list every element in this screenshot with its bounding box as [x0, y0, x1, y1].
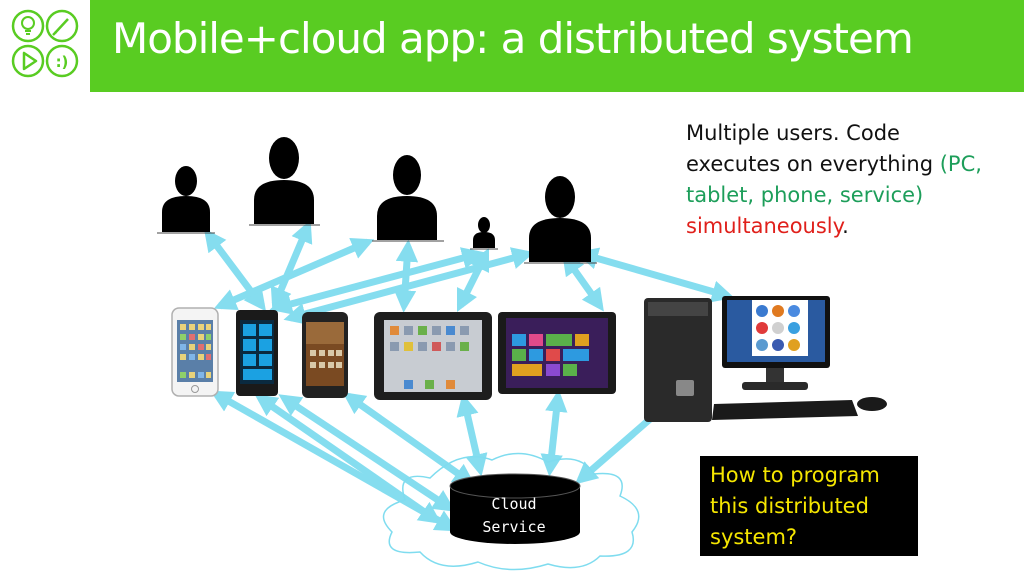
description-main: Multiple users. Code executes on everyth… [686, 121, 940, 176]
user-icon [157, 166, 215, 234]
cloud-service-label-line2: Service [482, 518, 545, 536]
user-icon [470, 217, 498, 250]
distributed-system-diagram: Cloud Service [157, 137, 887, 571]
user-icon [249, 137, 320, 226]
cloud-service-database: Cloud Service [449, 473, 581, 544]
question-box: How to program this distributed system? [700, 456, 918, 556]
play-icon [22, 51, 38, 71]
smiley-icon: :) [56, 53, 69, 71]
user-figures [157, 137, 597, 264]
lightbulb-icon [21, 16, 35, 35]
pencil-icon [52, 18, 69, 36]
description-devices: (PC, tablet, phone, service) [686, 152, 982, 207]
android-phone-icon [302, 312, 348, 398]
description-text: Multiple users. Code executes on everyth… [686, 118, 986, 242]
user-icon [524, 176, 597, 264]
ipad-icon [374, 312, 492, 400]
user-icon [372, 155, 444, 242]
windows-tablet-icon [498, 312, 616, 394]
devices [171, 296, 887, 422]
description-end: . [842, 214, 849, 238]
connection-arrows [203, 219, 735, 532]
logo: :) [0, 0, 90, 92]
description-emphasis: simultaneously [686, 214, 843, 238]
title-bar: Mobile+cloud app: a distributed system [90, 0, 1024, 92]
cloud-service-label-line1: Cloud [491, 495, 536, 513]
question-text: How to program this distributed system? [710, 463, 880, 549]
desktop-pc-icon [644, 296, 887, 422]
iphone-icon [171, 307, 219, 397]
windows-phone-icon [236, 310, 278, 396]
slide-title: Mobile+cloud app: a distributed system [112, 14, 914, 63]
